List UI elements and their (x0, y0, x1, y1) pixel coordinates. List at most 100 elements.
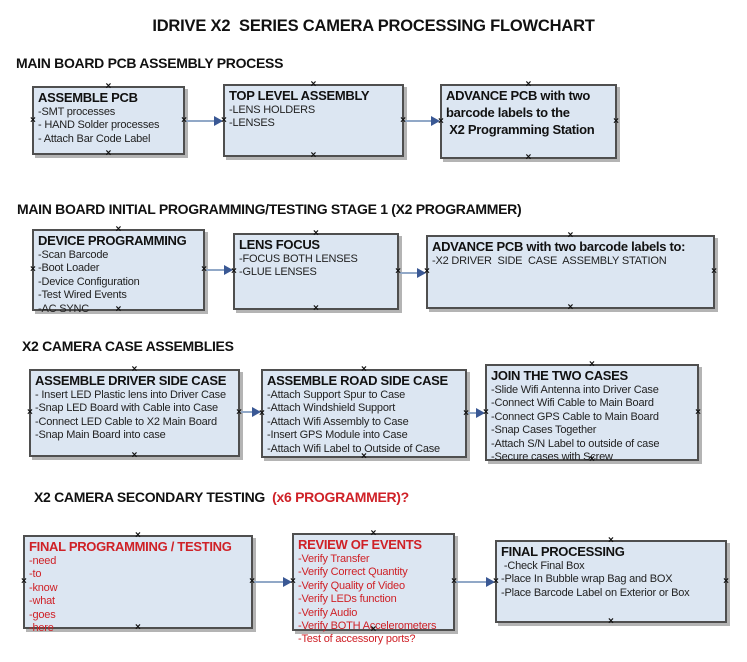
connection-handle[interactable]: × (608, 535, 614, 546)
step-item: -what (29, 595, 55, 608)
connection-handle[interactable]: × (370, 528, 377, 539)
connection-handle[interactable]: × (221, 114, 227, 126)
connector-arrow-4[interactable] (400, 267, 426, 279)
step-item: -Check Final Box (501, 560, 585, 572)
connection-handle[interactable]: × (451, 576, 457, 587)
connection-handle[interactable]: × (711, 266, 717, 277)
connection-handle[interactable]: × (115, 224, 122, 235)
connection-handle[interactable]: × (135, 530, 141, 541)
connection-handle[interactable]: × (259, 407, 265, 419)
step-item: -Attach S/N Label to outside of case (491, 437, 660, 450)
flow-box-top-level-assembly[interactable]: × × × × TOP LEVEL ASSEMBLY -LENS HOLDERS… (221, 80, 406, 161)
connection-handle[interactable]: × (525, 152, 532, 163)
arrow-line (468, 412, 478, 414)
step-item: -Snap Cases Together (491, 424, 597, 437)
arrow-head-icon (283, 577, 292, 587)
connection-handle[interactable]: × (290, 576, 296, 587)
connection-handle[interactable]: × (135, 622, 141, 633)
connection-handle[interactable]: × (105, 148, 112, 159)
connection-handle[interactable]: × (493, 575, 499, 587)
connection-handle[interactable]: × (310, 150, 317, 161)
connection-handle[interactable]: × (30, 264, 36, 275)
connection-handle[interactable]: × (589, 359, 595, 370)
connection-handle[interactable]: × (370, 624, 377, 635)
step-item: -Snap LED Board with Cable into Case (35, 402, 218, 415)
connection-handle[interactable]: × (525, 79, 532, 90)
section-heading-secondary-testing: X2 CAMERA SECONDARY TESTING (x6 PROGRAMM… (34, 489, 409, 505)
arrow-head-icon (417, 268, 426, 278)
connection-handle[interactable]: × (589, 454, 595, 465)
connector-arrow-5[interactable] (241, 406, 261, 418)
step-item: -Snap Main Board into case (35, 429, 166, 442)
connector-arrow-1[interactable] (186, 115, 223, 127)
connection-handle[interactable]: × (567, 302, 574, 313)
step-item: -FOCUS BOTH LENSES (239, 253, 358, 265)
connection-handle[interactable]: × (424, 266, 430, 277)
step-item: -Verify Quality of Video (298, 579, 405, 592)
page-title: IDRIVE X2 SERIES CAMERA PROCESSING FLOWC… (152, 17, 595, 35)
step-item: X2 Programming Station (446, 122, 595, 137)
flow-box-join-the-two-cases[interactable]: × × × × JOIN THE TWO CASES -Slide Wifi A… (483, 360, 701, 465)
flow-box-advance-pcb-driver-side[interactable]: × × × × ADVANCE PCB with two barcode lab… (424, 231, 717, 313)
connection-handle[interactable]: × (695, 406, 701, 418)
connection-handle[interactable]: × (313, 228, 319, 239)
box-title: REVIEW OF EVENTS (298, 537, 422, 552)
step-item: -AC SYNC (38, 302, 89, 315)
connection-handle[interactable]: × (613, 115, 619, 127)
step-item: -Verify Audio (298, 606, 358, 619)
connection-handle[interactable]: × (438, 115, 444, 127)
box-title: ASSEMBLE PCB (38, 90, 138, 105)
connector-arrow-3[interactable] (206, 264, 233, 276)
flow-box-review-of-events[interactable]: × × × × REVIEW OF EVENTS -Verify Transfe… (290, 529, 457, 646)
flow-box-final-programming-testing[interactable]: × × × × FINAL PROGRAMMING / TESTING -nee… (21, 531, 255, 635)
step-item: -Device Configuration (38, 275, 140, 288)
connection-handle[interactable]: × (115, 304, 122, 315)
connection-handle[interactable]: × (27, 407, 33, 418)
connection-handle[interactable]: × (21, 576, 27, 587)
connection-handle[interactable]: × (395, 265, 401, 277)
connection-handle[interactable]: × (400, 114, 406, 126)
connection-handle[interactable]: × (201, 264, 207, 275)
step-item: -Place Barcode Label on Exterior or Box (501, 586, 690, 599)
arrow-head-icon (476, 408, 485, 418)
step-item: - HAND Solder processes (38, 119, 160, 132)
connection-handle[interactable]: × (483, 406, 489, 418)
connection-handle[interactable]: × (131, 450, 138, 461)
flow-box-assemble-driver-side-case[interactable]: × × × × ASSEMBLE DRIVER SIDE CASE - Inse… (27, 365, 242, 461)
connection-handle[interactable]: × (105, 81, 112, 92)
connection-handle[interactable]: × (723, 575, 729, 587)
arrow-line (241, 411, 254, 413)
connection-handle[interactable]: × (361, 451, 367, 462)
step-item: -Connect LED Cable to X2 Main Board (35, 415, 217, 428)
flow-box-assemble-road-side-case[interactable]: × × × × ASSEMBLE ROAD SIDE CASE -Attach … (259, 365, 469, 462)
flow-box-final-processing[interactable]: × × × × FINAL PROCESSING -Check Final Bo… (493, 536, 729, 627)
connection-handle[interactable]: × (310, 79, 317, 90)
connector-arrow-8[interactable] (456, 576, 495, 588)
step-item: barcode labels to the (446, 105, 570, 120)
section-heading-pcb-assembly: MAIN BOARD PCB ASSEMBLY PROCESS (16, 55, 284, 71)
connection-handle[interactable]: × (236, 407, 242, 418)
step-item: -Secure cases with Screw (491, 451, 613, 464)
connector-arrow-2[interactable] (405, 115, 440, 127)
connection-handle[interactable]: × (30, 114, 36, 126)
step-item: -Attach Windshield Support (267, 402, 396, 415)
flow-box-advance-pcb-programming-station[interactable]: × × × × ADVANCE PCB with two barcode lab… (438, 80, 619, 163)
flow-box-lens-focus[interactable]: × × × × LENS FOCUS -FOCUS BOTH LENSES -G… (231, 229, 401, 314)
step-item: -Verify Correct Quantity (298, 566, 408, 579)
connection-handle[interactable]: × (313, 303, 319, 314)
flow-box-device-programming[interactable]: × × × × DEVICE PROGRAMMING -Scan Barcode… (30, 225, 207, 315)
connection-handle[interactable]: × (181, 114, 187, 126)
connection-handle[interactable]: × (231, 265, 237, 277)
connection-handle[interactable]: × (463, 407, 469, 419)
connector-arrow-7[interactable] (254, 576, 292, 588)
flow-box-assemble-pcb[interactable]: × × × × ASSEMBLE PCB -SMT processes - HA… (30, 82, 187, 159)
arrow-head-icon (486, 577, 495, 587)
connection-handle[interactable]: × (131, 364, 138, 375)
connection-handle[interactable]: × (567, 230, 574, 241)
step-item: -Attach Support Spur to Case (267, 389, 406, 401)
connection-handle[interactable]: × (608, 616, 614, 627)
connector-arrow-6[interactable] (468, 407, 485, 419)
connection-handle[interactable]: × (361, 364, 367, 375)
connection-handle[interactable]: × (249, 576, 255, 587)
